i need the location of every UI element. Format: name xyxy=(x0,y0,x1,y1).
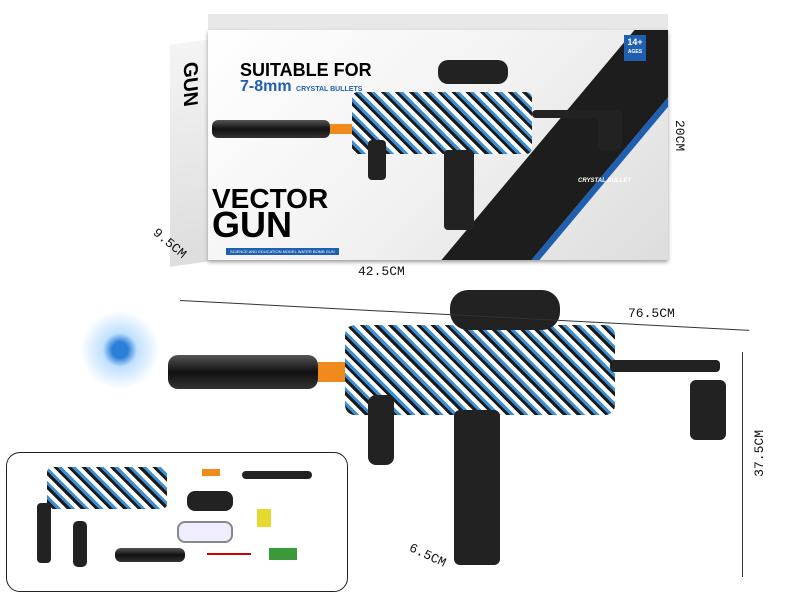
gun-stock xyxy=(610,360,720,372)
dim-box-length: 42.5CM xyxy=(358,264,405,279)
box-gun-stock xyxy=(532,110,612,118)
box-gun-grip xyxy=(368,140,386,180)
water-splash xyxy=(80,310,160,390)
box-gun-stockpad xyxy=(598,110,622,150)
gun-stock-pad xyxy=(690,380,726,440)
dim-line-height xyxy=(742,352,743,577)
accessory-goggles xyxy=(177,521,233,543)
box-top xyxy=(208,14,668,32)
box-gun-scope xyxy=(438,60,508,84)
gun-foregrip xyxy=(368,395,394,465)
dim-gun-length: 76.5CM xyxy=(628,306,675,321)
accessory-gun-body xyxy=(47,467,167,509)
box-gun-silencer xyxy=(212,120,330,138)
accessory-bullets-pack xyxy=(257,509,271,527)
box-side-text: GUN xyxy=(179,60,201,108)
gun-tip xyxy=(318,362,348,382)
dim-box-height: 20CM xyxy=(672,120,687,152)
accessory-cable xyxy=(207,553,251,555)
box-suitable: SUITABLE FOR xyxy=(240,60,372,80)
accessory-grip xyxy=(73,521,87,567)
product-box: SUITABLE FOR 7-8mm CRYSTAL BULLETS VECTO… xyxy=(208,30,668,260)
gun-scope xyxy=(450,290,560,330)
box-crystal-label: CRYSTAL BULLET xyxy=(578,178,632,184)
gun-magazine xyxy=(454,410,500,565)
accessory-tip xyxy=(202,469,220,476)
accessory-scope xyxy=(187,491,233,511)
accessories-panel xyxy=(6,452,348,592)
dim-gun-depth: 6.5CM xyxy=(406,540,449,571)
accessory-magazine xyxy=(37,503,51,563)
age-badge: 14+AGES xyxy=(624,35,646,61)
dim-gun-height: 37.5CM xyxy=(752,430,767,477)
accessory-battery xyxy=(269,548,297,560)
accessory-silencer xyxy=(115,548,185,562)
box-gun-mag xyxy=(444,150,474,230)
box-subtitle: SCIENCE AND EDUCATION MODEL WATER BOMB G… xyxy=(226,248,339,255)
box-bullets: CRYSTAL BULLETS xyxy=(296,86,363,93)
box-side: GUN xyxy=(170,39,210,267)
box-size: 7-8mm xyxy=(240,78,292,95)
accessory-stock xyxy=(242,471,312,479)
box-gun-tip xyxy=(330,124,352,134)
gun-silencer xyxy=(168,355,318,389)
